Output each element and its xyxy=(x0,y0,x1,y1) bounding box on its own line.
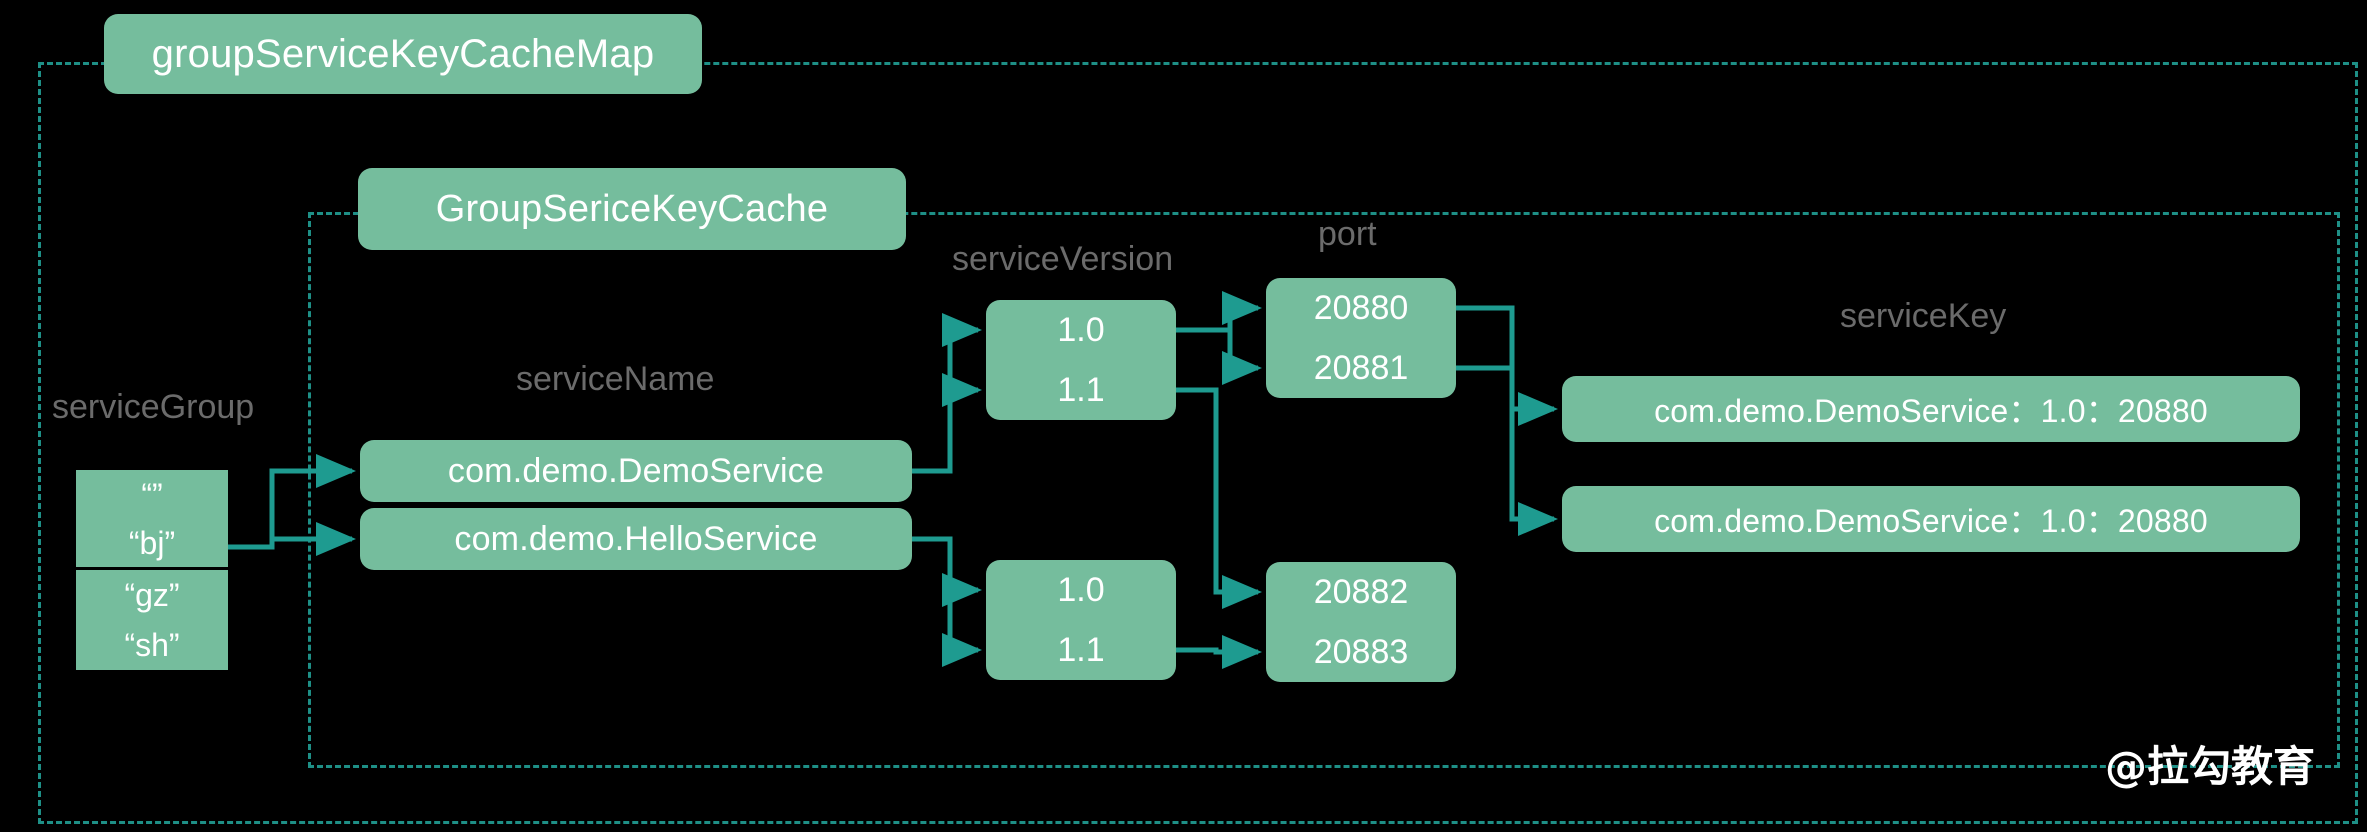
port-item[interactable]: 20882 xyxy=(1266,562,1456,622)
service-version-item[interactable]: 1.0 xyxy=(986,560,1176,620)
port-list-1: 20880 20881 xyxy=(1266,278,1456,398)
group-service-key-cache-map-container xyxy=(38,62,2358,824)
service-version-item[interactable]: 1.1 xyxy=(986,360,1176,420)
service-name-item[interactable]: com.demo.HelloService xyxy=(360,508,912,570)
port-list-2: 20882 20883 xyxy=(1266,562,1456,682)
port-item[interactable]: 20883 xyxy=(1266,622,1456,682)
watermark: @拉勾教育 xyxy=(2104,742,2315,791)
port-item[interactable]: 20881 xyxy=(1266,338,1456,398)
service-version-item[interactable]: 1.0 xyxy=(986,300,1176,360)
caption-service-name: serviceName xyxy=(516,360,715,398)
service-group-list: “” “bj” “gz” “sh” xyxy=(76,470,228,670)
service-group-item[interactable]: “bj” xyxy=(76,520,228,570)
caption-service-group: serviceGroup xyxy=(52,388,255,426)
service-group-item[interactable]: “” xyxy=(76,470,228,520)
service-version-list-1: 1.0 1.1 xyxy=(986,300,1176,420)
service-key-item[interactable]: com.demo.DemoService：1.0：20880 xyxy=(1562,376,2300,442)
caption-port: port xyxy=(1318,215,1377,253)
group-service-key-cache-map-label: groupServiceKeyCacheMap xyxy=(104,14,702,94)
service-version-list-2: 1.0 1.1 xyxy=(986,560,1176,680)
service-name-item[interactable]: com.demo.DemoService xyxy=(360,440,912,502)
service-key-item[interactable]: com.demo.DemoService：1.0：20880 xyxy=(1562,486,2300,552)
port-item[interactable]: 20880 xyxy=(1266,278,1456,338)
service-group-item[interactable]: “gz” xyxy=(76,570,228,620)
group-serice-key-cache-label: GroupSericeKeyCache xyxy=(358,168,906,250)
caption-service-version: serviceVersion xyxy=(952,240,1174,278)
service-group-item[interactable]: “sh” xyxy=(76,620,228,670)
service-version-item[interactable]: 1.1 xyxy=(986,620,1176,680)
caption-service-key: serviceKey xyxy=(1840,297,2007,335)
